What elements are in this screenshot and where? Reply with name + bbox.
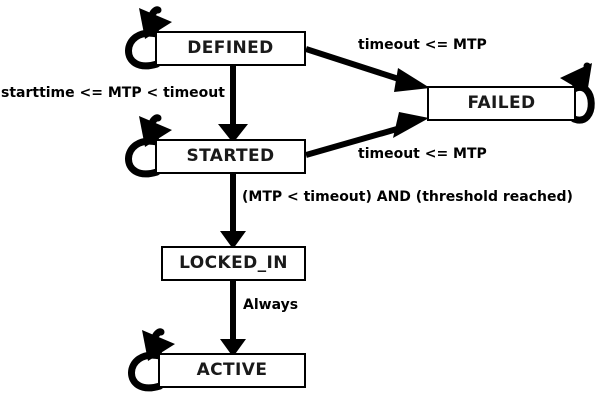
- edge-defined-to-started: [218, 65, 248, 143]
- edge-defined-to-failed: [305, 46, 430, 92]
- edge-locked-in-to-active: [220, 280, 246, 357]
- edge-started-to-locked-in: [220, 172, 246, 249]
- state-label-active: ACTIVE: [196, 360, 268, 380]
- edge-label-locked-in-to-active: Always: [243, 297, 299, 313]
- edge-label-defined-to-failed: timeout <= MTP: [358, 37, 487, 53]
- state-node-defined[interactable]: DEFINED: [155, 31, 306, 66]
- edge-label-started-to-locked-in: (MTP < timeout) AND (threshold reached): [242, 189, 573, 205]
- state-node-locked-in[interactable]: LOCKED_IN: [161, 246, 306, 281]
- edge-defined-self-loop: [125, 6, 172, 70]
- state-node-started[interactable]: STARTED: [155, 139, 306, 174]
- edge-failed-self-loop: [560, 62, 595, 124]
- state-node-active[interactable]: ACTIVE: [158, 353, 306, 388]
- edge-label-defined-to-started: starttime <= MTP < timeout: [1, 85, 225, 101]
- state-node-failed[interactable]: FAILED: [427, 86, 576, 121]
- edge-started-to-failed: [305, 112, 429, 158]
- state-label-defined: DEFINED: [187, 38, 274, 58]
- edge-started-self-loop: [125, 114, 172, 178]
- state-label-locked-in: LOCKED_IN: [179, 253, 288, 273]
- state-label-started: STARTED: [186, 146, 275, 166]
- edge-active-self-loop: [128, 328, 175, 392]
- edge-label-started-to-failed: timeout <= MTP: [358, 146, 487, 162]
- state-label-failed: FAILED: [467, 93, 536, 113]
